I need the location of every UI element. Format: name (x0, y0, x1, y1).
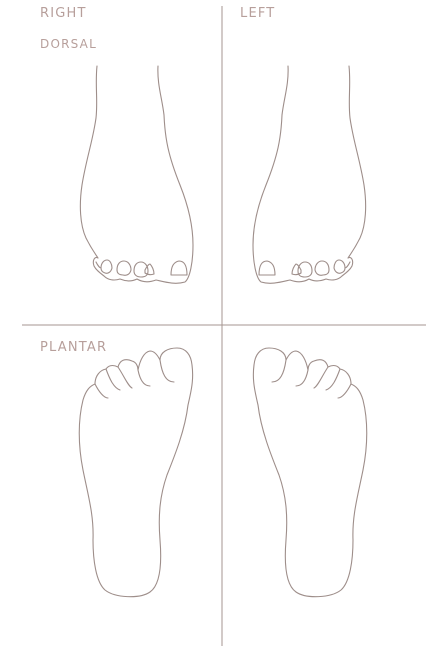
right-toe-3 (134, 262, 148, 277)
left-toe-4 (315, 261, 329, 275)
right-toe-4 (117, 261, 131, 275)
right-plantar-foot[interactable] (79, 348, 192, 597)
right-toe-line (96, 262, 101, 268)
left-toe-1 (259, 261, 275, 275)
left-dorsal-foot[interactable] (253, 66, 366, 283)
left-dorsal-outline (253, 66, 366, 283)
right-dorsal-foot[interactable] (80, 66, 193, 283)
left-toe-3 (298, 262, 312, 277)
left-plantar-foot[interactable] (253, 348, 366, 597)
left-toe-5 (334, 260, 345, 273)
left-plantar-toe-creases (272, 360, 351, 398)
left-toe-line (345, 262, 350, 268)
right-toe-1 (171, 261, 187, 275)
right-toe-5 (101, 260, 112, 273)
right-plantar-toe-creases (95, 360, 174, 398)
right-dorsal-outline (80, 66, 193, 283)
